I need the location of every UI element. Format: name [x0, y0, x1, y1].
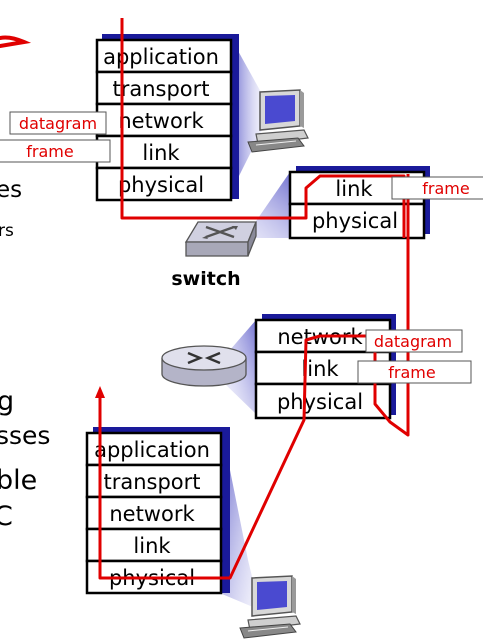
cut-text-3: g	[0, 386, 14, 417]
cut-text-2: rs	[0, 221, 14, 241]
switch-frame-tag: frame	[391, 176, 483, 200]
bottom-host-layer-transport: transport	[103, 470, 200, 494]
top-host-layer-application: application	[103, 45, 219, 69]
router-layer-physical: physical	[277, 390, 363, 414]
bottom-host-beam	[222, 430, 260, 610]
red-scribble	[0, 35, 32, 48]
switch-icon	[184, 221, 257, 257]
desktop-computer-icon	[247, 89, 309, 153]
cut-text-6: C	[0, 501, 13, 532]
cut-text-5: ble	[0, 465, 37, 496]
path-into-router	[98, 312, 410, 580]
router-frame-tag: frame	[357, 360, 472, 384]
desktop-computer-icon	[239, 575, 301, 639]
router-layer-link: link	[301, 357, 339, 381]
top-frame-label: frame	[26, 142, 73, 161]
switch-frame-label: frame	[422, 179, 469, 198]
top-host-layer-network: network	[118, 109, 204, 133]
top-frame-tag: frame	[0, 139, 111, 163]
top-host-beam	[232, 40, 262, 190]
bottom-host-layer-network: network	[109, 502, 195, 526]
top-host-stack: application transport network link physi…	[95, 38, 233, 202]
router-frame-label: frame	[388, 363, 435, 382]
bottom-host: application transport network link physi…	[85, 427, 260, 610]
top-host: application transport network link physi…	[95, 34, 262, 202]
top-datagram-tag: datagram	[9, 111, 107, 135]
switch-beam	[216, 172, 290, 238]
top-host-layer-link: link	[142, 141, 180, 165]
bottom-host-layer-application: application	[94, 438, 210, 462]
router-datagram-tag: datagram	[365, 329, 463, 353]
bottom-host-layer-link: link	[133, 534, 171, 558]
switch-label: switch	[171, 268, 240, 290]
top-host-layer-physical: physical	[118, 173, 204, 197]
switch-layer-link: link	[335, 177, 373, 201]
path-arrowhead	[95, 386, 105, 398]
router-datagram-label: datagram	[374, 332, 452, 351]
switch-layer-physical: physical	[312, 209, 398, 233]
cut-text-4: sses	[0, 421, 50, 450]
top-host-layer-transport: transport	[112, 77, 209, 101]
top-datagram-label: datagram	[19, 114, 97, 133]
path-top-host-to-switch	[120, 18, 406, 238]
router-icon	[161, 345, 247, 387]
cut-text-1: es	[0, 177, 22, 203]
